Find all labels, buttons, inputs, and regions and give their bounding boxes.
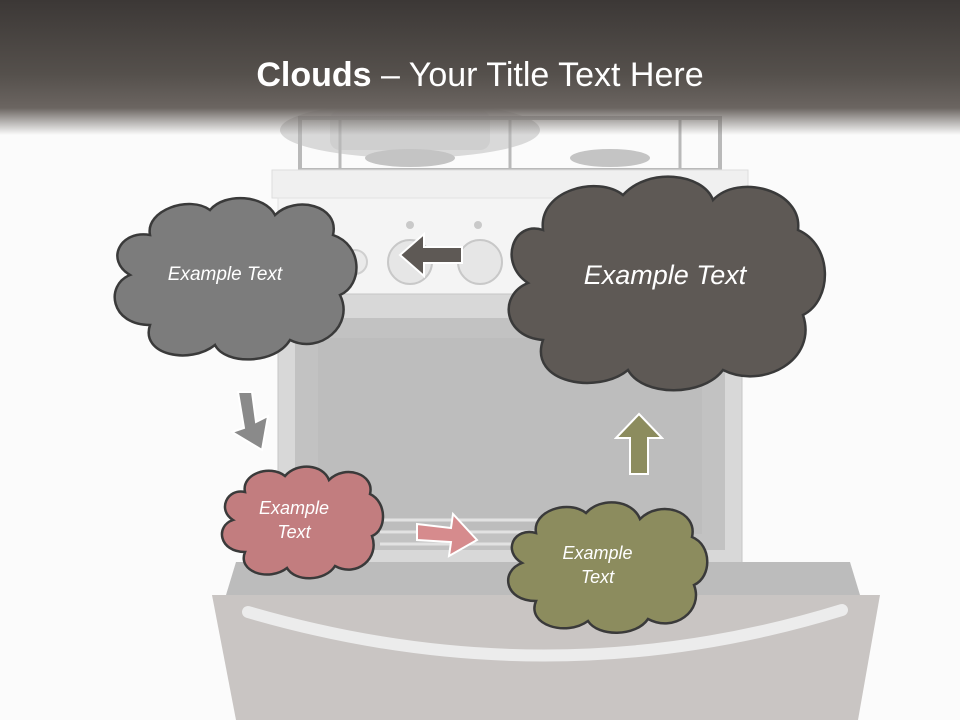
title-bold: Clouds	[256, 56, 372, 94]
cloud-charcoal-label: Example Text	[583, 259, 747, 290]
cloud-olive[interactable]	[500, 497, 710, 637]
title-bar	[0, 0, 960, 135]
cloud-pink[interactable]	[215, 462, 385, 582]
cloud-pink-label: Example Text	[238, 490, 350, 550]
cloud-charcoal[interactable]	[498, 165, 833, 395]
arrow-up-icon	[614, 412, 664, 475]
arrow-right-icon	[416, 511, 479, 558]
cloud-olive-label-line2: Text	[580, 567, 615, 587]
cloud-olive-label-line1: Example	[562, 542, 633, 563]
cloud-pink-label-line1: Example	[258, 497, 330, 518]
cloud-gray[interactable]	[105, 190, 365, 365]
cloud-pink-label-line2: Text	[277, 522, 311, 542]
title-rest: – Your Title Text Here	[371, 56, 704, 94]
cloud-gray-label: Example Text	[167, 264, 283, 286]
slide-title: Clouds – Your Title Text Here	[0, 52, 960, 98]
cloud-olive-label: Example Text	[530, 532, 665, 598]
arrow-down-icon	[229, 391, 270, 452]
arrow-left-icon	[398, 232, 463, 278]
